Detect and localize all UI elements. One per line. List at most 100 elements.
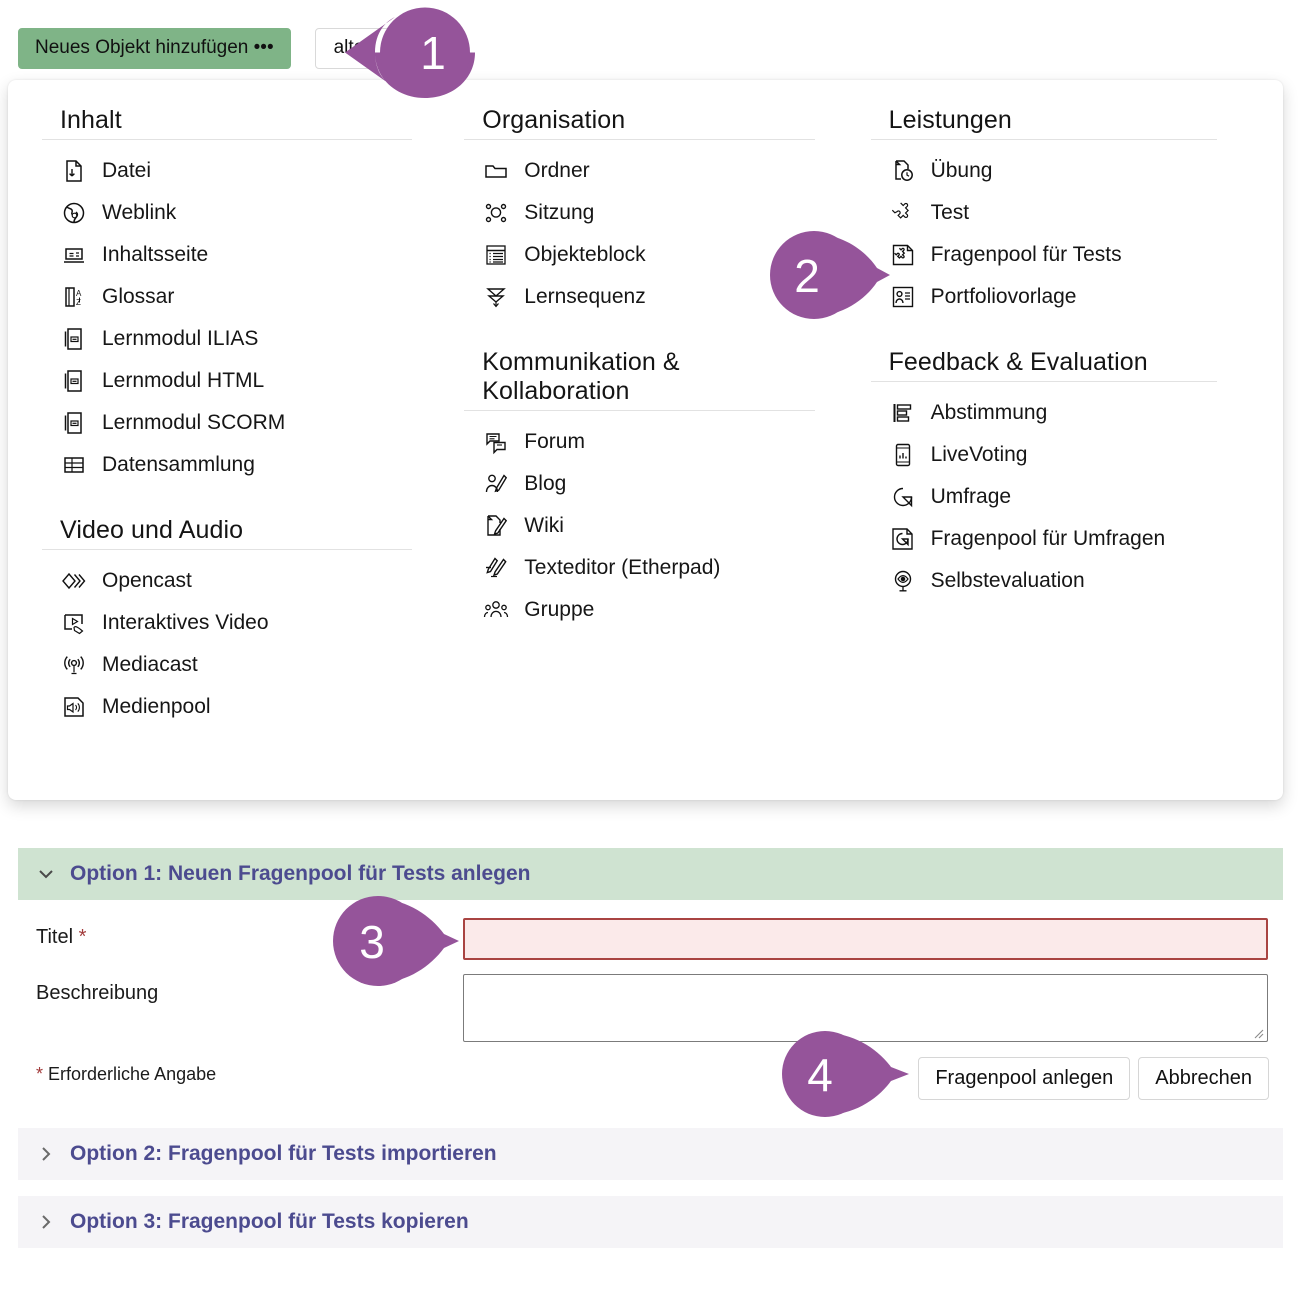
menu-item-label: Opencast <box>102 568 192 592</box>
menu-item-label: Ordner <box>524 158 590 182</box>
menu-item-lernmodul-scorm[interactable]: Lernmodul SCORM <box>42 402 412 444</box>
menu-item-label: Medienpool <box>102 694 211 718</box>
menu-item-inhaltsseite[interactable]: Inhaltsseite <box>42 234 412 276</box>
menu-item-interaktives-video[interactable]: Interaktives Video <box>42 602 412 644</box>
menu-item-forum[interactable]: Forum <box>464 421 814 463</box>
spacer <box>18 1180 1283 1196</box>
menu-item-test[interactable]: Test <box>871 192 1217 234</box>
file-download-icon <box>60 157 88 185</box>
menu-item-texteditor-etherpad[interactable]: Texteditor (Etherpad) <box>464 547 814 589</box>
group-title-organisation: Organisation <box>482 106 626 134</box>
accordion-header-option-3[interactable]: Option 3: Fragenpool für Tests kopieren <box>18 1196 1283 1248</box>
divider <box>870 381 1217 382</box>
menu-item-glossar[interactable]: A Z Glossar <box>42 276 412 318</box>
menu-item-ordner[interactable]: Ordner <box>464 150 814 192</box>
menu-item-fragenpool-fuer-tests[interactable]: Fragenpool für Tests <box>871 234 1217 276</box>
group-video-und-audio: Video und Audio Opencast <box>42 516 413 728</box>
group-title-feedback-evaluation: Feedback & Evaluation <box>888 348 1148 376</box>
mediacast-broadcast-icon <box>60 651 88 679</box>
menu-item-label: Fragenpool für Umfragen <box>930 526 1166 550</box>
learning-sequence-icon <box>482 283 510 311</box>
menu-item-sitzung[interactable]: Sitzung <box>464 192 814 234</box>
description-textarea[interactable] <box>463 974 1268 1042</box>
content-page-icon <box>60 241 88 269</box>
menu-item-wiki[interactable]: Wiki <box>464 505 814 547</box>
menu-item-portfoliovorlage[interactable]: Portfoliovorlage <box>871 276 1217 318</box>
group-title-video-und-audio: Video und Audio <box>60 516 244 544</box>
menu-item-fragenpool-fuer-umfragen[interactable]: Fragenpool für Umfragen <box>871 518 1217 560</box>
menu-item-gruppe[interactable]: Gruppe <box>464 589 814 631</box>
menu-item-livevoting[interactable]: LiveVoting <box>871 434 1217 476</box>
accordion-body-option-1: Titel * Beschreibung * Erforderliche Ang… <box>18 900 1283 1112</box>
menu-item-uebung[interactable]: Übung <box>871 150 1217 192</box>
title-input[interactable] <box>463 918 1268 960</box>
divider <box>870 139 1217 140</box>
menu-item-label: Inhaltsseite <box>102 242 209 266</box>
menu-item-label: Selbstevaluation <box>930 568 1085 592</box>
divider <box>464 410 815 411</box>
menu-item-abstimmung[interactable]: Abstimmung <box>871 392 1217 434</box>
question-pool-test-icon <box>889 241 917 269</box>
title-label-text: Titel <box>36 926 74 948</box>
spacer <box>18 1112 1283 1128</box>
portfolio-template-icon <box>889 283 917 311</box>
required-hint: * Erforderliche Angabe <box>18 1064 1283 1085</box>
menu-item-selbstevaluation[interactable]: Selbstevaluation <box>871 560 1217 602</box>
interactive-video-icon <box>60 609 88 637</box>
menu-item-umfrage[interactable]: Umfrage <box>871 476 1217 518</box>
resize-handle-icon[interactable] <box>1250 1025 1264 1039</box>
menu-item-datensammlung[interactable]: Datensammlung <box>42 444 412 486</box>
menu-item-label: Gruppe <box>524 597 595 621</box>
dropdown-column-inhalt: Inhalt Datei <box>42 106 444 780</box>
create-pool-button[interactable]: Fragenpool anlegen <box>918 1057 1131 1100</box>
menu-item-medienpool[interactable]: Medienpool <box>42 686 412 728</box>
add-object-dropdown-panel: Inhalt Datei <box>8 80 1283 800</box>
group-organisation: Organisation Ordner Si <box>464 106 815 318</box>
form-button-row: Fragenpool anlegen Abbrechen <box>18 1057 1283 1100</box>
accordion-title: Option 2: Fragenpool für Tests importier… <box>70 1142 497 1165</box>
menu-item-label: Datei <box>102 158 152 182</box>
data-table-icon <box>60 451 88 479</box>
menu-item-mediacast[interactable]: Mediacast <box>42 644 412 686</box>
accordion-header-option-1[interactable]: Option 1: Neuen Fragenpool für Tests anl… <box>18 848 1283 900</box>
menu-item-opencast[interactable]: Opencast <box>42 560 412 602</box>
chevron-right-icon <box>36 1144 56 1164</box>
menu-item-label: Lernmodul ILIAS <box>102 326 259 350</box>
group-leistungen: Leistungen Übung <box>870 106 1217 318</box>
menu-item-label: Übung <box>930 158 993 182</box>
title-label: Titel * <box>18 918 463 949</box>
menu-item-blog[interactable]: Blog <box>464 463 814 505</box>
required-hint-star: * <box>36 1064 44 1084</box>
wiki-page-pencil-icon <box>482 512 510 540</box>
svg-text:A: A <box>76 289 82 298</box>
menu-item-label: Weblink <box>102 200 177 224</box>
group-title-inhalt: Inhalt <box>60 106 122 134</box>
object-block-icon <box>482 241 510 269</box>
menu-item-label: Wiki <box>524 513 564 537</box>
accordion-header-option-2[interactable]: Option 2: Fragenpool für Tests importier… <box>18 1128 1283 1180</box>
menu-item-label: Forum <box>524 429 585 453</box>
learning-module-icon <box>60 409 88 437</box>
group-people-icon <box>482 596 510 624</box>
menu-item-label: Lernmodul SCORM <box>102 410 286 434</box>
dropdown-column-organisation: Organisation Ordner Si <box>444 106 846 780</box>
menu-item-lernsequenz[interactable]: Lernsequenz <box>464 276 814 318</box>
blog-pencil-icon <box>482 470 510 498</box>
menu-item-lernmodul-html[interactable]: Lernmodul HTML <box>42 360 412 402</box>
menu-item-objekteblock[interactable]: Objekteblock <box>464 234 814 276</box>
menu-item-label: Lernmodul HTML <box>102 368 265 392</box>
cancel-button[interactable]: Abbrechen <box>1138 1057 1269 1100</box>
manage-button[interactable]: alten <box>314 28 394 69</box>
learning-module-icon <box>60 325 88 353</box>
accordion-title: Option 3: Fragenpool für Tests kopieren <box>70 1210 469 1233</box>
accordion-title: Option 1: Neuen Fragenpool für Tests anl… <box>70 862 531 885</box>
menu-item-label: Test <box>930 200 970 224</box>
menu-item-weblink[interactable]: Weblink <box>42 192 412 234</box>
menu-item-label: Objekteblock <box>524 242 646 266</box>
required-hint-text: Erforderliche Angabe <box>48 1064 217 1084</box>
menu-item-lernmodul-ilias[interactable]: Lernmodul ILIAS <box>42 318 412 360</box>
dropdown-column-leistungen: Leistungen Übung <box>847 106 1249 780</box>
add-new-object-button[interactable]: Neues Objekt hinzufügen ••• <box>18 28 291 69</box>
menu-item-datei[interactable]: Datei <box>42 150 412 192</box>
marker-number: 1 <box>420 27 446 79</box>
